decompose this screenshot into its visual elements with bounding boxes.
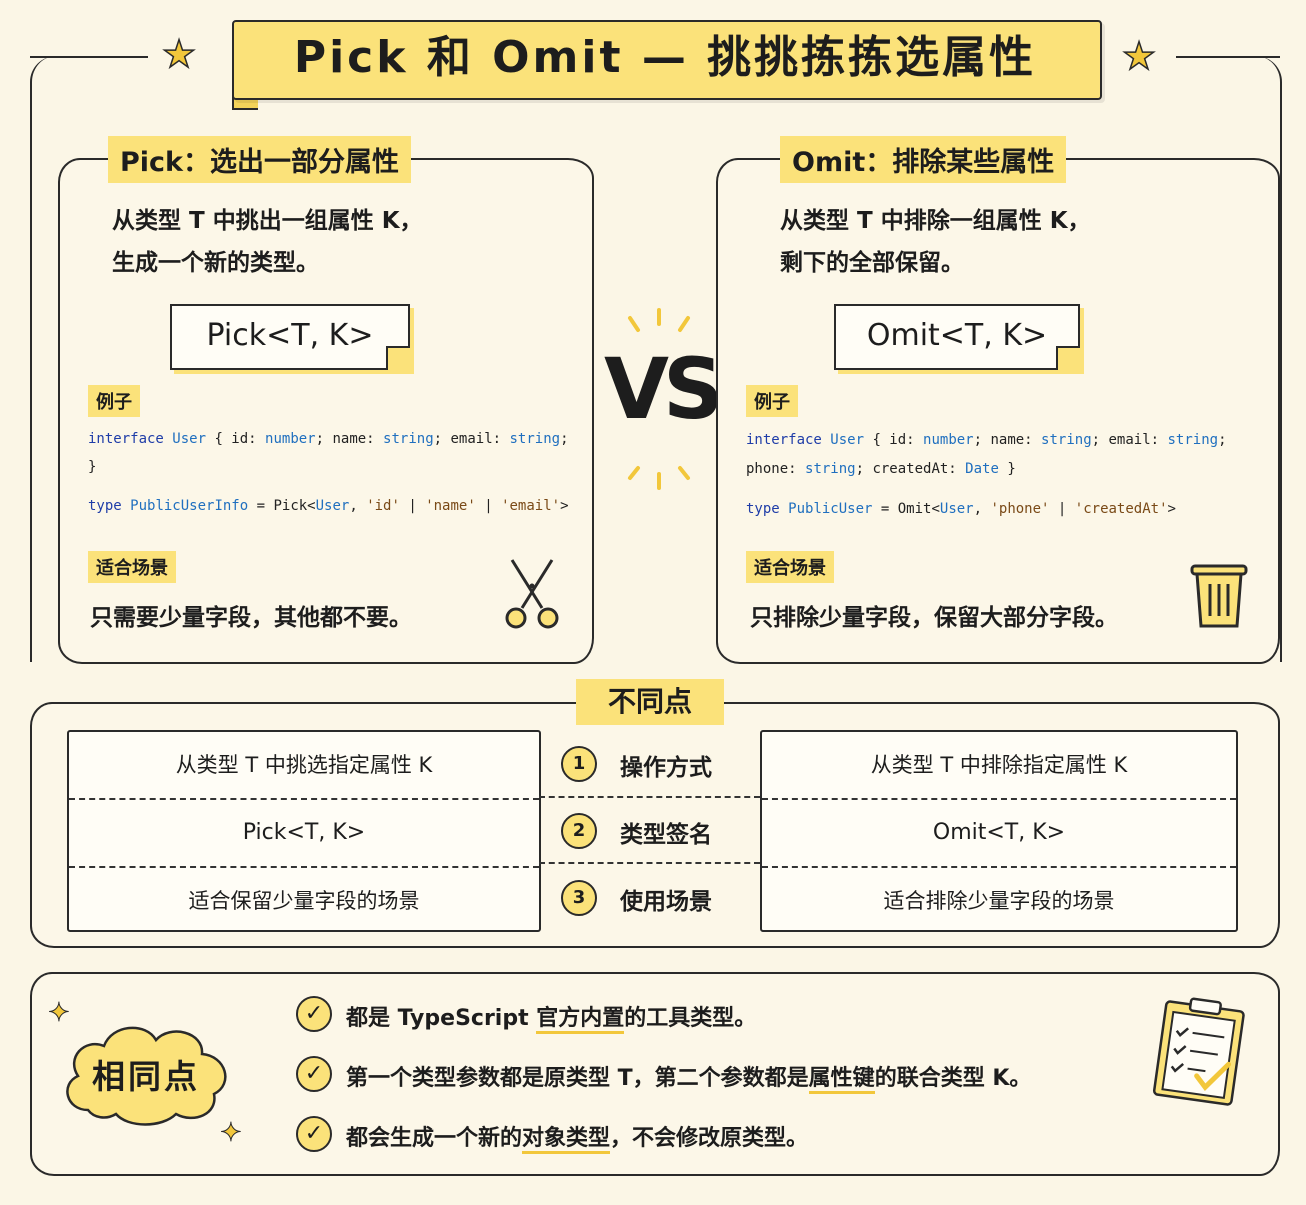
- similarities-section: [30, 972, 1280, 1176]
- omit-heading: Omit：排除某些属性: [780, 136, 1067, 183]
- pick-difference-cell: 从类型 T 中挑选指定属性 K: [69, 732, 539, 800]
- star-icon: ★: [161, 31, 197, 77]
- step-number-badge: 3: [561, 880, 597, 916]
- pick-difference-cell: 适合保留少量字段的场景: [188, 889, 420, 913]
- pick-scene-label: 适合场景: [88, 551, 176, 583]
- omit-code-line-3: type PublicUser = Omit<User, 'phone' | '…: [746, 501, 1176, 517]
- pick-code-line-1: interface User { id: number; name: strin…: [88, 431, 569, 447]
- pick-scene: 只需要少量字段，其他都不要。: [90, 605, 412, 631]
- omit-differences-column: 从类型 T 中排除指定属性 K Omit<T, K> 适合排除少量字段的场景: [760, 730, 1238, 932]
- pick-difference-cell: Pick<T, K>: [69, 800, 539, 868]
- pick-code-line-2: }: [88, 459, 97, 475]
- check-icon: ✓: [296, 996, 332, 1032]
- sparkle-icon: ✦: [48, 998, 71, 1029]
- omit-difference-cell: Omit<T, K>: [762, 800, 1236, 868]
- similarity-item: 第一个类型参数都是原类型 T，第二个参数都是属性键的联合类型 K。: [346, 1060, 1031, 1094]
- title-banner: [232, 20, 1102, 100]
- pick-description: 从类型 T 中挑出一组属性 K， 生成一个新的类型。: [112, 208, 423, 276]
- similarity-item: 都是 TypeScript 官方内置的工具类型。: [346, 1000, 756, 1034]
- page-title: Pick 和 Omit — 挑挑拣拣选属性: [293, 32, 1037, 83]
- row-divider: [539, 862, 760, 864]
- pick-code-line-3: type PublicUserInfo = Pick<User, 'id' | …: [88, 498, 569, 514]
- omit-description: 从类型 T 中排除一组属性 K， 剩下的全部保留。: [780, 208, 1091, 276]
- divider: [30, 56, 148, 58]
- similarities-heading: 相同点: [92, 1057, 200, 1096]
- check-icon: ✓: [296, 1056, 332, 1092]
- omit-difference-cell: 适合排除少量字段的场景: [883, 889, 1115, 913]
- trash-icon: [1190, 564, 1248, 628]
- star-icon: ★: [1121, 33, 1157, 79]
- pick-differences-column: 从类型 T 中挑选指定属性 K Pick<T, K> 适合保留少量字段的场景: [67, 730, 541, 932]
- page-fold-icon: [386, 346, 410, 370]
- row-divider: [539, 796, 760, 798]
- vs-label: VS: [604, 340, 723, 438]
- omit-example-label: 例子: [746, 385, 798, 417]
- step-number-badge: 1: [561, 746, 597, 782]
- omit-code-line-1: interface User { id: number; name: strin…: [746, 432, 1227, 448]
- page-fold-icon: [1056, 346, 1080, 370]
- sparkle-icon: ✦: [220, 1118, 243, 1149]
- clipboard-checklist-icon: [1152, 997, 1245, 1106]
- divider: [1176, 56, 1280, 58]
- omit-code-line-2: phone: string; createdAt: Date }: [746, 461, 1016, 477]
- similarity-item: 都会生成一个新的对象类型，不会修改原类型。: [346, 1120, 808, 1154]
- pick-example-label: 例子: [88, 385, 140, 417]
- omit-scene: 只排除少量字段，保留大部分字段。: [750, 605, 1118, 631]
- differences-heading: 不同点: [576, 679, 724, 725]
- check-icon: ✓: [296, 1116, 332, 1152]
- cloud-badge: [66, 1026, 227, 1126]
- pick-signature: Pick<T, K>: [170, 304, 410, 370]
- aspect-label: 操作方式: [620, 755, 712, 781]
- scissors-icon: [505, 559, 559, 629]
- pick-heading: Pick：选出一部分属性: [108, 136, 412, 183]
- aspect-label: 使用场景: [620, 889, 712, 915]
- omit-difference-cell: 从类型 T 中排除指定属性 K: [762, 732, 1236, 800]
- aspect-label: 类型签名: [620, 822, 712, 848]
- step-number-badge: 2: [561, 813, 597, 849]
- omit-signature: Omit<T, K>: [834, 304, 1080, 370]
- omit-scene-label: 适合场景: [746, 551, 834, 583]
- spark-lines-icon: [628, 308, 690, 490]
